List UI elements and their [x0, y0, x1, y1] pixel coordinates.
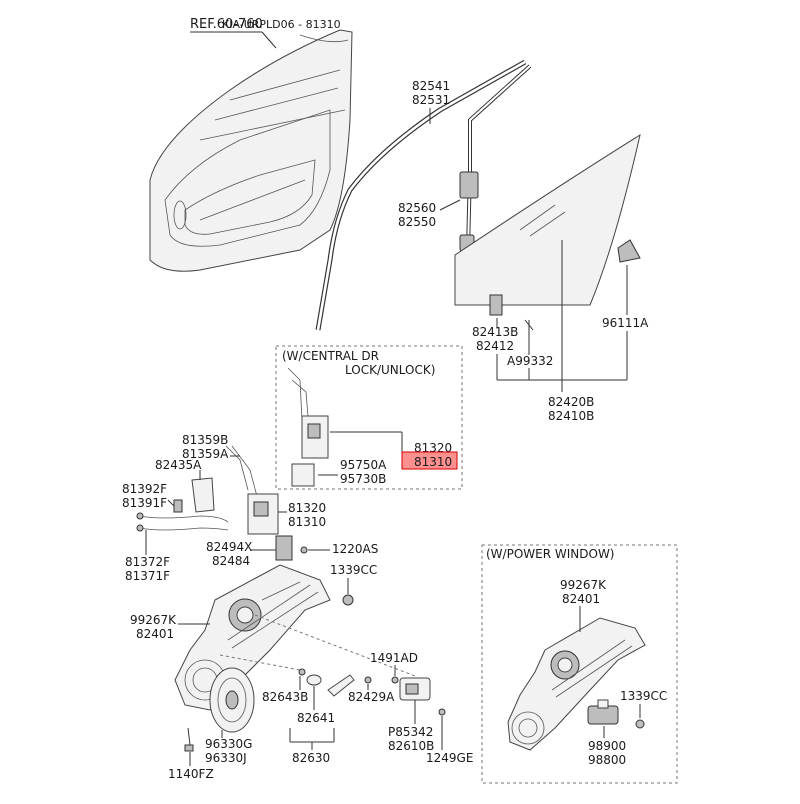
lock-actuator [291, 463, 315, 487]
svg-text:82420B: 82420B [548, 395, 594, 409]
svg-text:1339CC: 1339CC [330, 563, 377, 577]
svg-text:1140FZ: 1140FZ [168, 767, 214, 781]
window-regulator-left [174, 564, 331, 711]
svg-text:81372F: 81372F [125, 555, 170, 569]
svg-text:81391F: 81391F [122, 496, 167, 510]
delta-moulding [617, 239, 641, 263]
callout-glass-group: 82413B 82412 A99332 96111A 82420B 82410B [472, 240, 649, 423]
svg-text:82531: 82531 [412, 93, 450, 107]
svg-text:81310: 81310 [288, 515, 326, 529]
power-window-title: (W/POWER WINDOW) [486, 547, 614, 561]
svg-text:1220AS: 1220AS [332, 542, 378, 556]
svg-text:96330G: 96330G [205, 737, 252, 751]
svg-text:81320: 81320 [288, 501, 326, 515]
svg-text:1491AD: 1491AD [370, 651, 418, 665]
door-glass [454, 133, 641, 335]
svg-text:82401: 82401 [136, 627, 174, 641]
svg-text:82541: 82541 [412, 79, 450, 93]
latch-assembly [136, 445, 354, 606]
svg-text:95750A: 95750A [340, 458, 387, 472]
svg-text:82410B: 82410B [548, 409, 594, 423]
svg-text:81392F: 81392F [122, 482, 167, 496]
front-door-panel [149, 29, 353, 272]
power-window-box: (W/POWER WINDOW) [481, 544, 678, 784]
svg-text:81359A: 81359A [182, 447, 229, 461]
svg-text:96330J: 96330J [205, 751, 247, 765]
svg-text:81359B: 81359B [182, 433, 228, 447]
central-lock-title-1: (W/CENTRAL DR [282, 349, 379, 363]
ref-header[interactable]: REF.60-760 KIA-URPLD06 - 81310 [190, 17, 341, 49]
highlight-81310[interactable] [401, 451, 458, 470]
svg-text:98900: 98900 [588, 739, 626, 753]
svg-text:82560: 82560 [398, 201, 436, 215]
svg-text:99267K: 99267K [560, 578, 607, 592]
central-lock-box: (W/CENTRAL DR LOCK/UNLOCK) 81320 81310 9… [275, 345, 463, 490]
glass-bolt [524, 319, 534, 335]
svg-text:82494X: 82494X [206, 540, 252, 554]
glass-run-channel [315, 59, 532, 331]
svg-text:82401: 82401 [562, 592, 600, 606]
svg-text:81371F: 81371F [125, 569, 170, 583]
latch-bracket [191, 477, 215, 513]
callout-power-window: 99267K 82401 1339CC 98900 98800 [560, 578, 667, 767]
svg-text:82610B: 82610B [388, 739, 434, 753]
svg-text:99267K: 99267K [130, 613, 177, 627]
callout-82541: 82541 82531 [412, 79, 450, 124]
svg-text:82630: 82630 [292, 751, 330, 765]
door-speaker [184, 667, 255, 752]
central-lock-title-2: LOCK/UNLOCK) [345, 363, 435, 377]
svg-text:P85342: P85342 [388, 725, 433, 739]
svg-text:1249GE: 1249GE [426, 751, 473, 765]
svg-text:82641: 82641 [297, 711, 335, 725]
svg-text:98800: 98800 [588, 753, 626, 767]
svg-text:82435A: 82435A [155, 458, 202, 472]
glass-bracket [489, 294, 503, 316]
svg-text:82550: 82550 [398, 215, 436, 229]
window-motor [587, 705, 619, 725]
svg-text:96111A: 96111A [602, 316, 649, 330]
svg-text:82643B: 82643B [262, 690, 308, 704]
svg-text:82429A: 82429A [348, 690, 395, 704]
overlay-label: KIA-URPLD06 - 81310 [222, 18, 341, 31]
box-81310-label[interactable]: 81310 [414, 455, 452, 469]
svg-text:A99332: A99332 [507, 354, 553, 368]
callout-82560: 82560 82550 [398, 199, 461, 229]
callout-handle: 1491AD 82643B 82429A 82641 82630 P85342 … [262, 651, 473, 765]
svg-text:82484: 82484 [212, 554, 250, 568]
svg-text:95730B: 95730B [340, 472, 386, 486]
svg-text:82413B: 82413B [472, 325, 518, 339]
run-channel-bracket-upper [459, 171, 479, 199]
svg-text:1339CC: 1339CC [620, 689, 667, 703]
svg-text:82412: 82412 [476, 339, 514, 353]
callout-speaker: 96330G 96330J 1140FZ [168, 730, 252, 781]
callout-regulator-left: 99267K 82401 [130, 613, 210, 641]
handle-parts [298, 668, 446, 716]
callout-latch-group: 81359B 81359A 82435A 81392F 81391F 81320… [122, 433, 378, 594]
regulator-bracket [275, 535, 293, 561]
ref-leader [261, 31, 277, 49]
ref-label[interactable]: REF.60-760 [190, 17, 263, 32]
dashed-leaders [219, 614, 416, 677]
